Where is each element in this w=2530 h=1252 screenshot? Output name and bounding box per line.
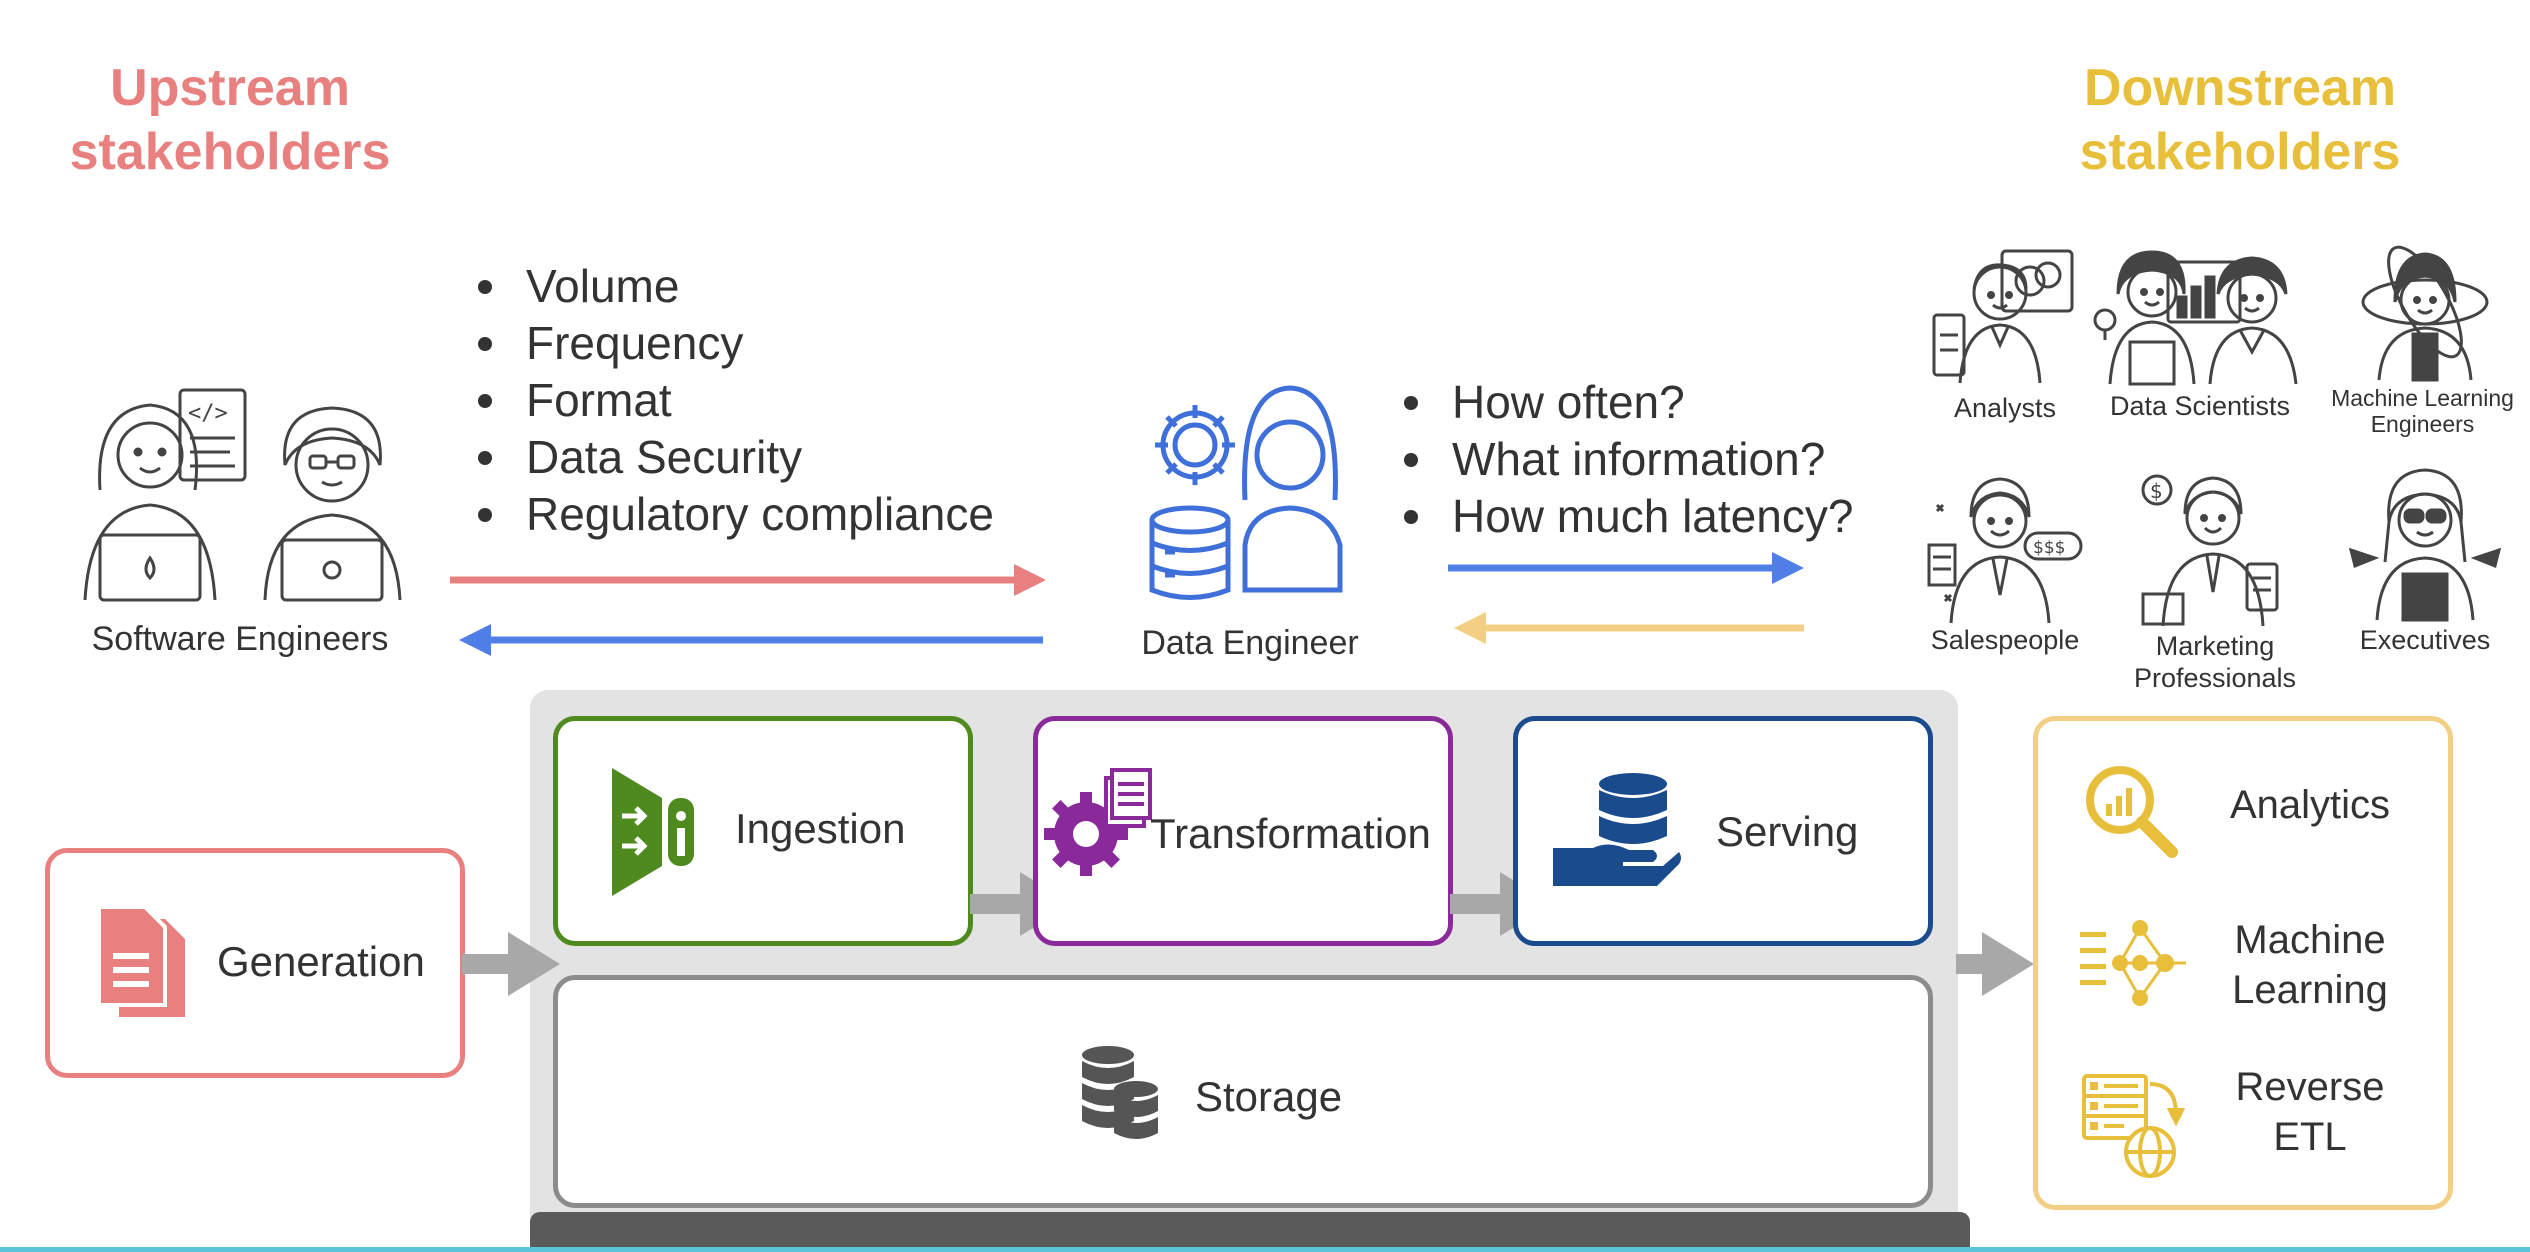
machine-learning-label-line2: Learning xyxy=(2232,968,2388,1012)
ingestion-label: Ingestion xyxy=(735,805,906,852)
engineer-to-downstream-arrow xyxy=(1448,552,1804,584)
bullet-item: Regulatory compliance xyxy=(472,486,1072,543)
svg-text:$: $ xyxy=(2150,479,2163,503)
downstream-heading-line2: stakeholders xyxy=(2079,123,2401,181)
data-engineer-icon xyxy=(1149,385,1343,600)
downstream-heading: Downstream stakeholders xyxy=(2040,56,2440,184)
machine-learning-icon xyxy=(2080,920,2186,1006)
marketing-professionals-icon: $ xyxy=(2141,474,2279,627)
upstream-heading-line2: stakeholders xyxy=(69,123,391,181)
ingestion-icon xyxy=(612,768,694,896)
executives-label: Executives xyxy=(2359,625,2491,655)
storage-icon xyxy=(1082,1046,1158,1139)
storage-label: Storage xyxy=(1195,1073,1343,1120)
machine-learning-label-line1: Machine xyxy=(2234,918,2386,962)
upstream-requirements-list: Volume Frequency Format Data Security Re… xyxy=(472,258,1072,543)
generation-label: Generation xyxy=(217,938,425,985)
generation-arrow xyxy=(462,932,560,996)
analytics-label: Analytics xyxy=(2229,783,2391,827)
engineer-to-upstream-arrow xyxy=(459,624,1043,656)
serving-icon xyxy=(1553,773,1681,886)
analysts-label: Analysts xyxy=(1953,393,2057,423)
salespeople-icon: $$$ xyxy=(1927,477,2083,624)
serving-label: Serving xyxy=(1716,808,1859,855)
transformation-icon xyxy=(1044,768,1152,876)
reverse-etl-label-line1: Reverse xyxy=(2235,1065,2385,1109)
marketing-label-line2: Professionals xyxy=(2133,663,2297,693)
transformation-label: Transformation xyxy=(1150,810,1431,857)
upstream-heading-line1: Upstream xyxy=(110,59,350,117)
marketing-label-line1: Marketing xyxy=(2155,631,2275,661)
bullet-item: Frequency xyxy=(472,315,1072,372)
marketing-professionals-label: Marketing Professionals xyxy=(2110,630,2320,694)
reverse-etl-icon xyxy=(2082,1074,2186,1178)
salespeople-label: Salespeople xyxy=(1930,625,2080,655)
bullet-item: Data Security xyxy=(472,429,1072,486)
question-item: How often? xyxy=(1398,374,1918,431)
outputs-box xyxy=(2033,716,2453,1210)
downstream-questions-list: How often? What information? How much la… xyxy=(1398,374,1918,545)
storage-box xyxy=(553,975,1933,1208)
serving-to-outputs-arrow xyxy=(1956,932,2034,996)
svg-text:$$$: $$$ xyxy=(2033,538,2065,558)
ml-engineers-icon xyxy=(2361,245,2489,382)
downstream-to-engineer-arrow xyxy=(1454,612,1804,644)
software-engineers-icon: </> xyxy=(83,388,402,602)
ml-engineers-label-line2: Engineers xyxy=(2370,411,2475,437)
software-engineers-label: Software Engineers xyxy=(91,620,389,658)
analytics-icon xyxy=(2086,766,2178,858)
upstream-to-engineer-arrow xyxy=(450,564,1046,596)
svg-text:</>: </> xyxy=(188,401,228,426)
bullet-item: Format xyxy=(472,372,1072,429)
reverse-etl-label: Reverse ETL xyxy=(2200,1062,2420,1162)
downstream-heading-line1: Downstream xyxy=(2083,59,2397,117)
executives-icon xyxy=(2348,468,2502,622)
data-scientists-icon xyxy=(2093,250,2298,386)
document-icon xyxy=(97,905,185,1017)
serving-box xyxy=(1513,716,1933,946)
bullet-item: Volume xyxy=(472,258,1072,315)
lifecycle-panel-bottom-bar xyxy=(530,1212,1970,1252)
ml-engineers-label-line1: Machine Learning xyxy=(2331,385,2514,411)
question-item: How much latency? xyxy=(1398,488,1918,545)
question-item: What information? xyxy=(1398,431,1918,488)
data-engineer-label: Data Engineer xyxy=(1141,624,1359,662)
data-scientists-label: Data Scientists xyxy=(2109,391,2291,421)
ml-engineers-label: Machine Learning Engineers xyxy=(2315,385,2530,437)
reverse-etl-label-line2: ETL xyxy=(2273,1115,2347,1159)
machine-learning-label: Machine Learning xyxy=(2200,915,2420,1015)
analysts-icon xyxy=(1932,249,2074,384)
bottom-edge-line xyxy=(0,1247,2530,1252)
upstream-heading: Upstream stakeholders xyxy=(30,56,430,184)
